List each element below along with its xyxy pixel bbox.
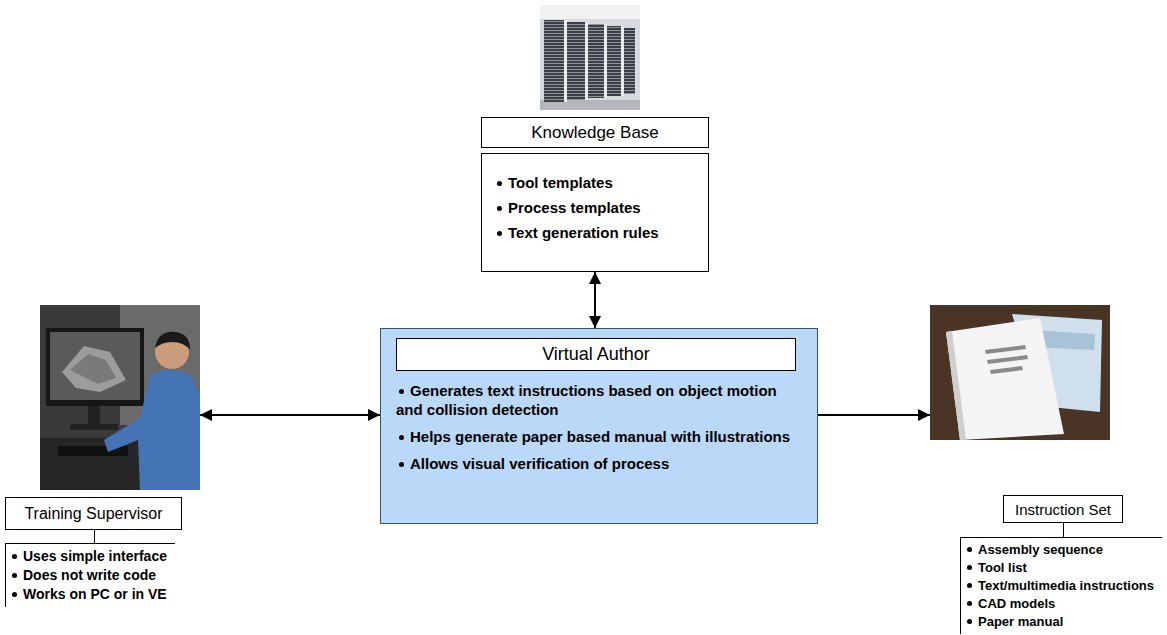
server-room-photo-part: [564, 20, 567, 102]
bullet-dot: [967, 565, 972, 570]
bullet-item: CAD models: [964, 595, 1154, 613]
manual-photo-part: [930, 305, 1110, 440]
bullet-dot: [967, 601, 972, 606]
connector-arrow: [200, 414, 380, 416]
bullet-dot: [967, 619, 972, 624]
connector-arrow: [594, 272, 596, 328]
bullet-text: Uses simple interface: [23, 548, 167, 564]
bullet-text: Text generation rules: [508, 224, 659, 241]
bullet-text: Tool templates: [508, 174, 613, 191]
server-room-photo-part: [585, 22, 588, 100]
node-title: Instruction Set: [1015, 501, 1111, 518]
supervisor-photo: [40, 305, 200, 490]
server-room-photo: [540, 5, 640, 110]
tree-line: [94, 530, 95, 543]
bullet-item: Works on PC or in VE: [9, 585, 167, 604]
server-room-photo-part: [624, 28, 635, 94]
node-title: Knowledge Base: [531, 123, 659, 143]
bullet-text: Text/multimedia instructions: [978, 578, 1154, 593]
supervisor-photo-part: [88, 406, 100, 426]
bullet-item: Uses simple interface: [9, 547, 167, 566]
bullet-item: Generates text instructions based on obj…: [396, 381, 801, 419]
bullet-text: Tool list: [978, 560, 1027, 575]
bullet-text: Helps generate paper based manual with i…: [410, 428, 790, 445]
node-title: Virtual Author: [542, 344, 650, 365]
bullet-dot: [12, 592, 17, 597]
title-box: Training Supervisor: [5, 497, 182, 530]
virtual-author-node: Virtual AuthorGenerates text instruction…: [380, 328, 818, 524]
server-room-photo-part: [544, 20, 564, 102]
bullet-item: Tool templates: [494, 170, 696, 195]
bullet-text: Process templates: [508, 199, 641, 216]
server-room-photo-part: [604, 24, 607, 98]
bullet-text: Assembly sequence: [978, 542, 1103, 557]
bullet-dot: [497, 206, 502, 211]
bullet-item: Helps generate paper based manual with i…: [396, 427, 801, 446]
bullet-item: Paper manual: [964, 613, 1154, 631]
manual-photo: [930, 305, 1110, 440]
supervisor-node: Training SupervisorUses simple interface…: [5, 305, 200, 607]
manual-photo-part: [946, 318, 1064, 440]
bullet-list: Assembly sequenceTool listText/multimedi…: [960, 537, 1162, 634]
tree-line: [1063, 523, 1064, 537]
title-box: Virtual Author: [396, 338, 796, 371]
supervisor-photo-part: [70, 424, 118, 430]
manual-photo-part: [990, 366, 1023, 374]
bullet-item: Process templates: [494, 195, 696, 220]
manual-photo-part: [985, 345, 1026, 354]
bullet-list: Tool templatesProcess templatesText gene…: [481, 153, 709, 272]
knowledge-base-node: Knowledge BaseTool templatesProcess temp…: [481, 5, 709, 272]
supervisor-photo-part: [50, 332, 140, 400]
bullet-text: Generates text instructions based on obj…: [396, 382, 777, 418]
manual-photo-part: [946, 331, 966, 440]
bullet-dot: [12, 573, 17, 578]
bullet-dot: [399, 462, 404, 467]
supervisor-photo-part: [62, 346, 126, 392]
supervisor-photo-part: [155, 332, 190, 350]
server-room-photo-part: [567, 22, 585, 100]
server-room-photo-part: [621, 26, 624, 96]
bullet-text: Works on PC or in VE: [23, 586, 167, 602]
bullet-dot: [12, 554, 17, 559]
supervisor-photo-part: [46, 328, 144, 406]
bullet-dot: [967, 583, 972, 588]
connector-arrow: [818, 414, 930, 416]
supervisor-photo-part: [70, 354, 116, 384]
bullet-list: Generates text instructions based on obj…: [396, 381, 801, 481]
bullet-text: Paper manual: [978, 614, 1063, 629]
supervisor-photo-part: [104, 370, 200, 490]
bullet-dot: [497, 231, 502, 236]
bullet-item: Tool list: [964, 559, 1154, 577]
bullet-text: CAD models: [978, 596, 1055, 611]
bullet-text: Allows visual verification of process: [410, 455, 669, 472]
bullet-dot: [497, 181, 502, 186]
title-box: Knowledge Base: [481, 117, 709, 148]
node-title: Training Supervisor: [24, 505, 162, 523]
bullet-text: Does not write code: [23, 567, 156, 583]
bullet-item: Text/multimedia instructions: [964, 577, 1154, 595]
bullet-dot: [399, 389, 404, 394]
supervisor-photo-part: [40, 305, 200, 490]
bullet-dot: [399, 435, 404, 440]
bullet-item: Does not write code: [9, 566, 167, 585]
server-room-photo-part: [540, 5, 640, 19]
instruction-set-node: Instruction SetAssembly sequenceTool lis…: [930, 305, 1162, 635]
bullet-item: Allows visual verification of process: [396, 454, 801, 473]
bullet-dot: [967, 547, 972, 552]
server-room-photo-part: [540, 5, 640, 110]
title-box: Instruction Set: [1003, 495, 1123, 523]
manual-photo-part: [987, 355, 1028, 364]
bullet-item: Text generation rules: [494, 220, 696, 245]
bullet-item: Assembly sequence: [964, 541, 1154, 559]
server-room-photo-part: [607, 26, 621, 96]
server-room-photo-part: [588, 24, 604, 98]
bullet-list: Uses simple interfaceDoes not write code…: [5, 543, 175, 607]
